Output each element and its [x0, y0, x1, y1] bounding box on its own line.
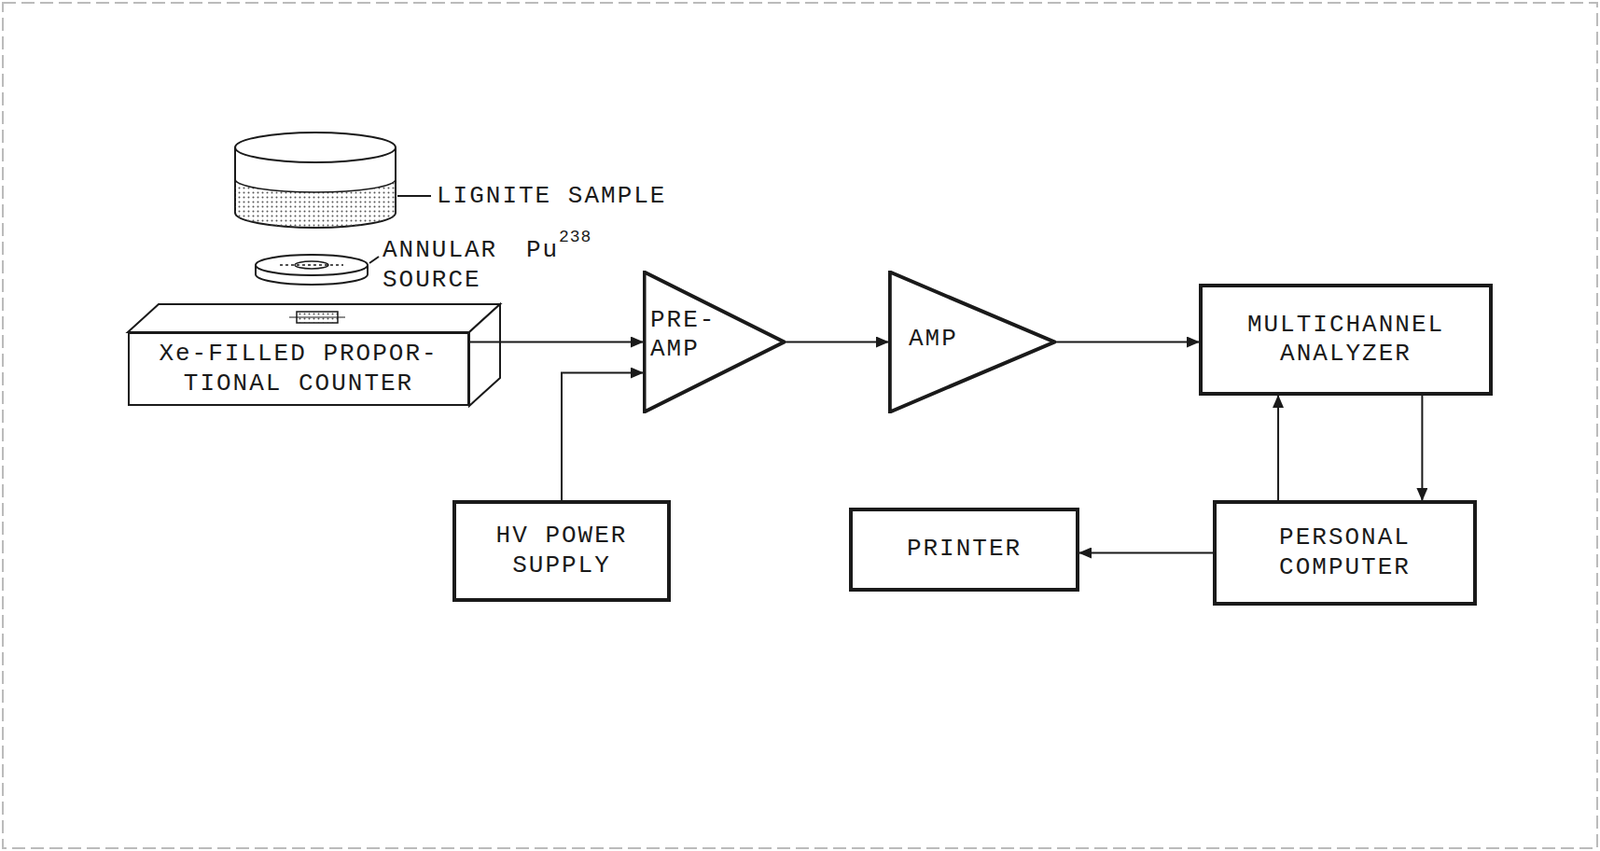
preamp-triangle: PRE- AMP [642, 270, 786, 414]
triangle-outline [644, 272, 785, 413]
process-box: HV POWER SUPPLY [452, 500, 671, 602]
signal-arrow [785, 341, 889, 344]
part-label: Pu [526, 236, 559, 265]
part-label: SOURCE [382, 265, 482, 294]
part-label: ANNULAR [382, 236, 498, 265]
detector-box: Xe-FILLED PROPOR- TIONAL COUNTER [127, 332, 470, 406]
node-label: Xe-FILLED PROPOR- TIONAL COUNTER [144, 339, 453, 398]
node-label: PERSONAL COMPUTER [1228, 523, 1462, 582]
counter-housing [127, 304, 501, 406]
part-label: LIGNITE SAMPLE [436, 181, 667, 210]
process-box: PRINTER [848, 507, 1080, 592]
process-box: MULTICHANNEL ANALYZER [1198, 283, 1493, 396]
triangle-outline [890, 272, 1055, 413]
part-label: 238 [558, 227, 592, 247]
node-label: HV POWER SUPPLY [468, 521, 655, 580]
signal-arrow [1056, 341, 1199, 344]
signal-arrow [1079, 552, 1213, 555]
process-box: PERSONAL COMPUTER [1212, 500, 1477, 606]
node-label: MULTICHANNEL ANALYZER [1210, 310, 1482, 369]
signal-arrow [469, 341, 643, 344]
lignite-sample [235, 132, 432, 228]
node-label: PRE- AMP [650, 306, 725, 364]
node-label: PRINTER [862, 534, 1068, 564]
signal-arrow [1277, 395, 1280, 501]
amp-triangle: AMP [888, 270, 1057, 414]
node-label: AMP [908, 324, 993, 354]
signal-arrow [1420, 395, 1423, 501]
annular-source [255, 254, 379, 285]
signal-arrow [561, 373, 643, 501]
